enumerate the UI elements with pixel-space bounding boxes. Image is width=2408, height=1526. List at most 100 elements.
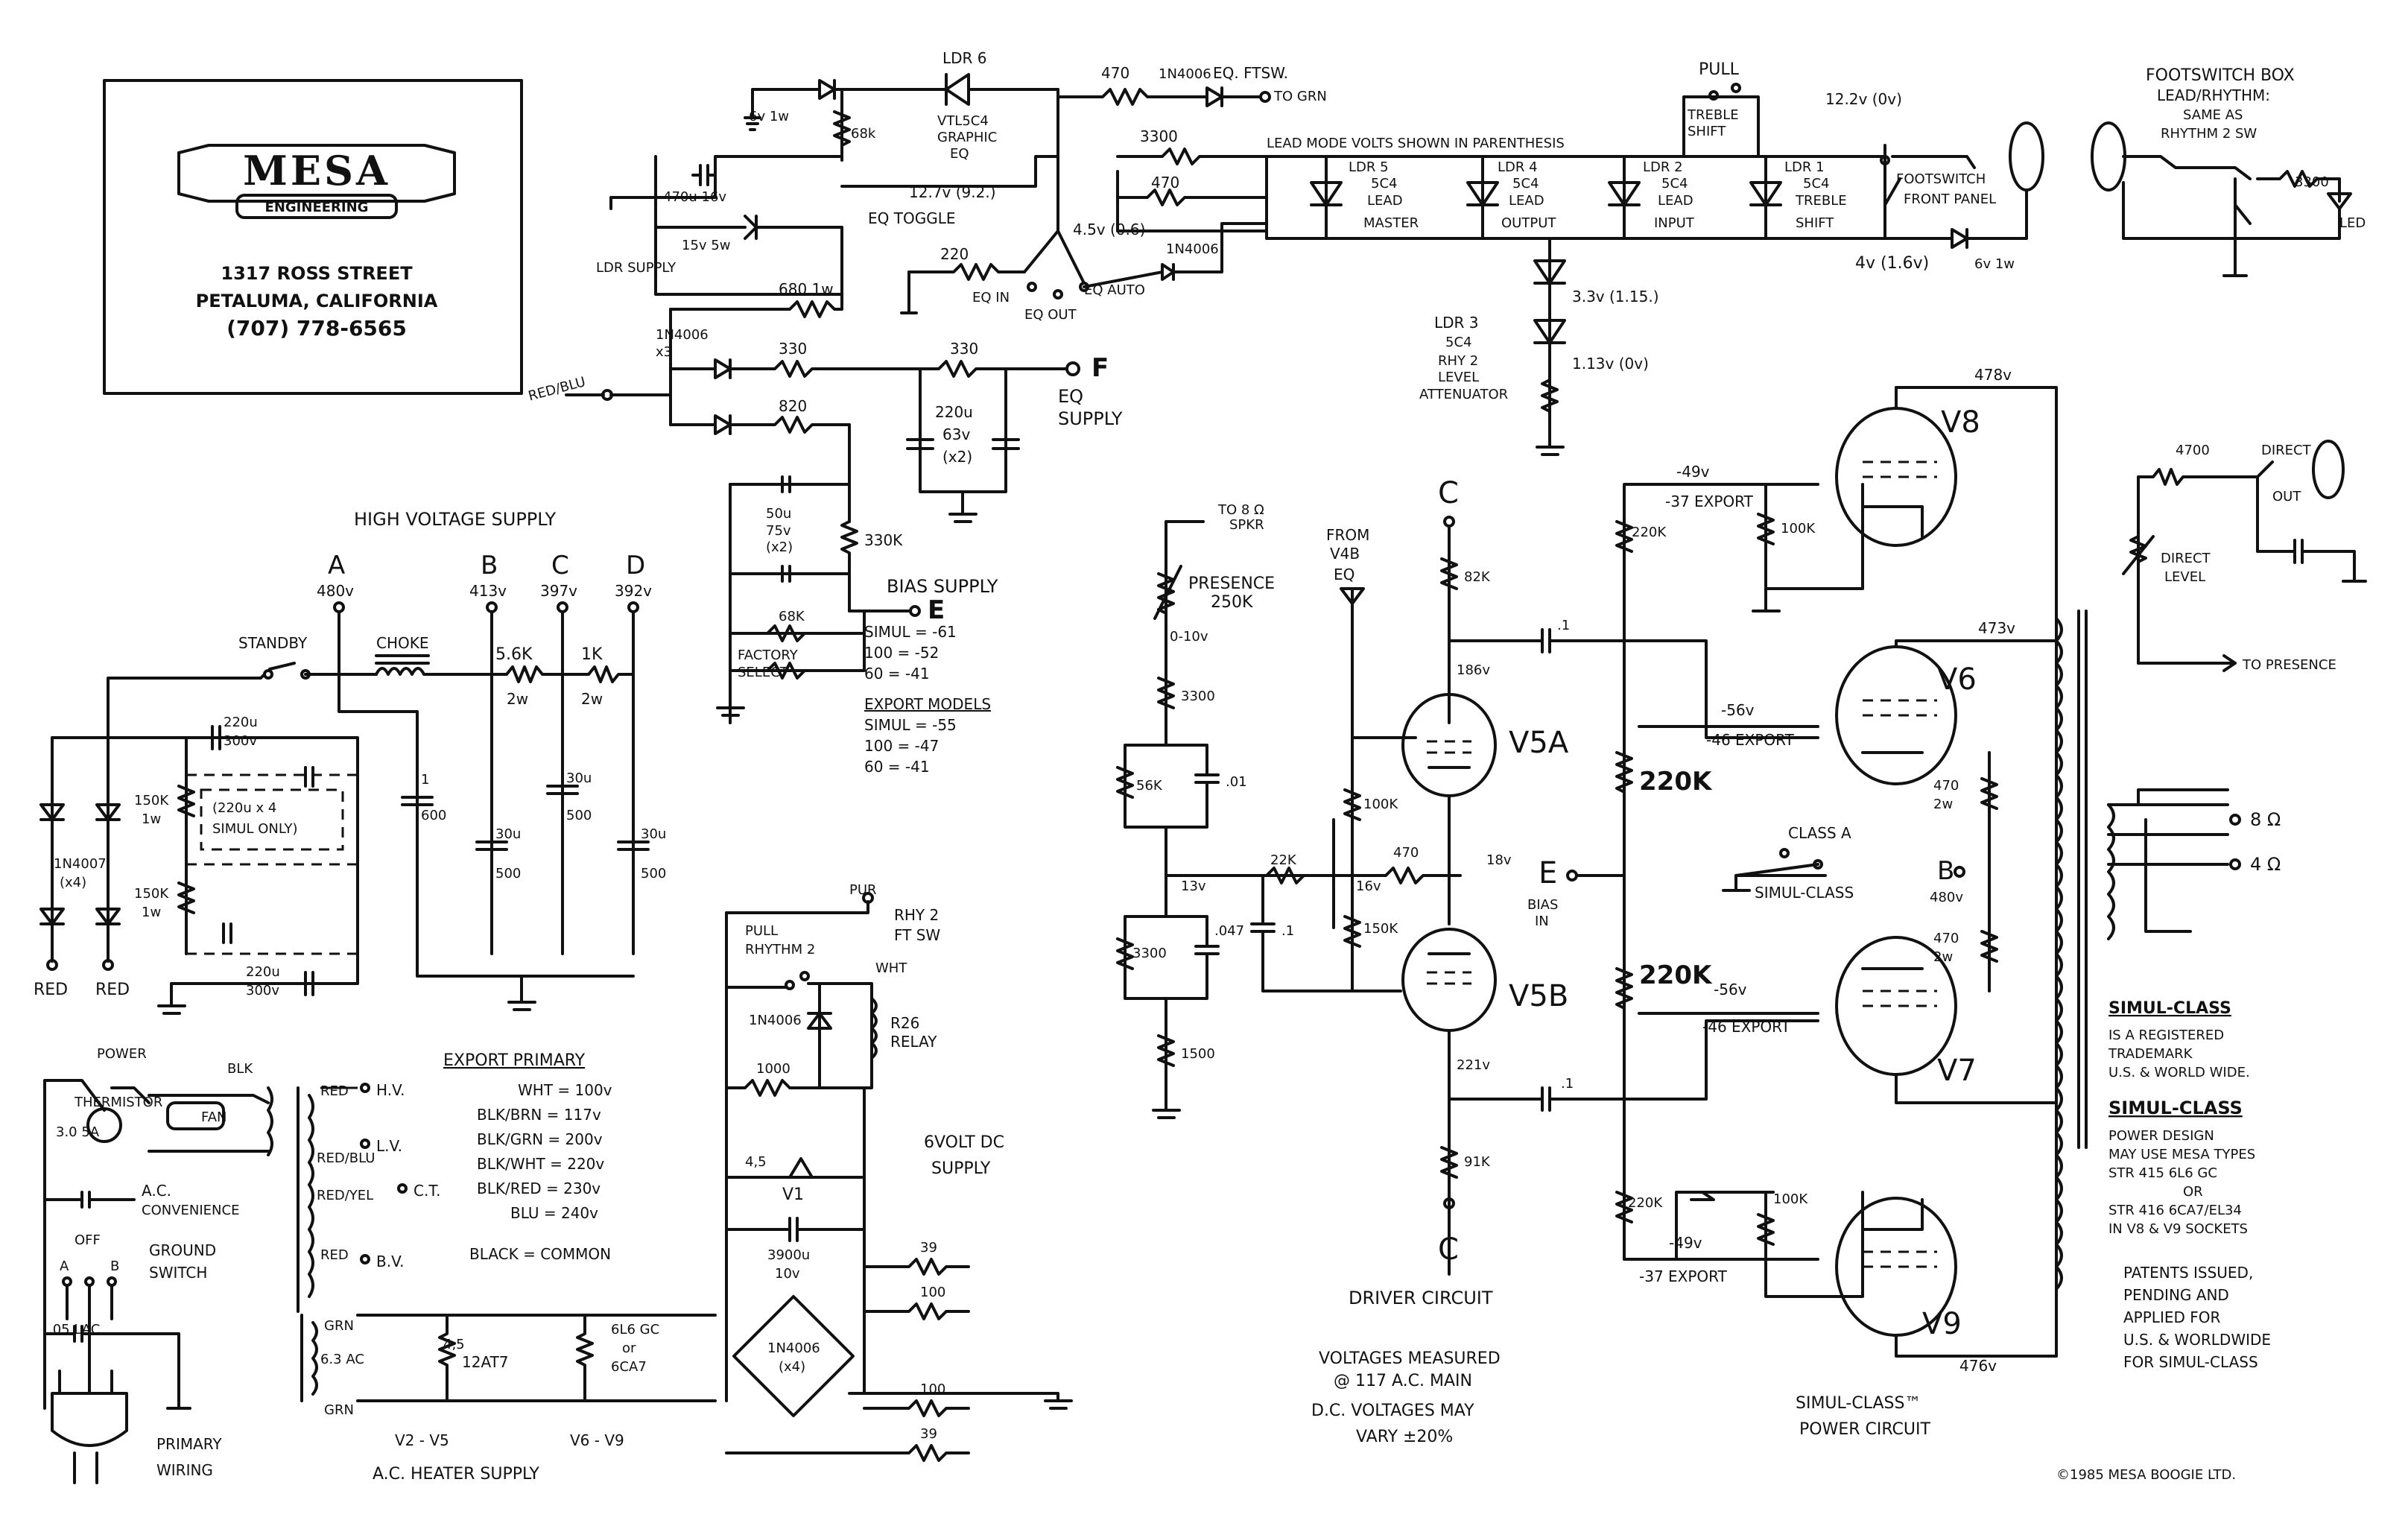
ldr1-fn2: SHIFT [1796, 215, 1834, 231]
pa-m56b: -56v [1714, 981, 1747, 998]
r820-label: 820 [779, 397, 807, 415]
bias-title: BIAS SUPPLY [887, 576, 998, 597]
hv-node-a-v: 480v [317, 582, 354, 600]
hv-node-a: A [328, 551, 345, 580]
fsbox-led: LED [2339, 215, 2366, 231]
ldr3-fn2: LEVEL [1438, 370, 1479, 385]
hv-c4: 30u [641, 826, 666, 842]
r220-label: 220 [940, 245, 969, 263]
dc-r1000: 1000 [756, 1061, 790, 1077]
fsbox-sub1: LEAD/RHYTHM: [2157, 86, 2270, 104]
d-1n4006-b-label: 1N4006 [1166, 241, 1219, 257]
hv-red-a: RED [34, 981, 68, 999]
volt-122-label: 12.2v (0v) [1825, 90, 1902, 108]
bias-r68k: 68K [779, 609, 805, 624]
primary-wiring: POWER BLK THERMISTOR FAN 3.0 5A A.C. CON… [43, 1046, 441, 1484]
to-grn-label: TO GRN [1273, 89, 1327, 104]
hv-diodes: 1N4007 [54, 856, 107, 872]
fan-icon [166, 1101, 225, 1130]
volt-113-label: 1.13v (0v) [1572, 355, 1649, 373]
ac-conv-1: A.C. [142, 1182, 171, 1200]
direct-out-jack-icon [2312, 440, 2345, 499]
dc-r100a: 100 [920, 1285, 945, 1300]
r330a-label: 330 [779, 340, 807, 358]
hv-node-b-v: 413v [469, 582, 507, 600]
pa-m49b: -49v [1669, 1234, 1702, 1252]
drv-c1c: .1 [1561, 1076, 1574, 1092]
driver-circuit: TO 8 Ω SPKR PRESENCE 250K 0-10v 3300 56K… [1116, 476, 1819, 1446]
plug-icon [51, 1392, 128, 1447]
export-l5: BLK/RED = 230v [477, 1180, 601, 1197]
dc-relay-1: R26 [890, 1014, 919, 1032]
drv-v13: 13v [1181, 878, 1206, 894]
output-stage: 8 Ω 4 Ω TO PRESENCE 4700 DIRECT OUT DIRE… [2055, 440, 2367, 1291]
drv-r91k: 91K [1464, 1154, 1491, 1170]
ldr4-sc: 5C4 [1512, 176, 1539, 191]
ldr4-label: LDR 4 [1498, 159, 1538, 175]
hv-cap-300: 300v [224, 733, 257, 749]
note-pd-5: STR 416 6CA7/EL34 [2108, 1203, 2242, 1218]
hv-cap-220b: 220u [246, 964, 280, 980]
heat-title: A.C. HEATER SUPPLY [373, 1465, 539, 1484]
note-pat-1: PATENTS ISSUED, [2123, 1264, 2253, 1282]
drv-r56k: 56K [1136, 778, 1163, 794]
ftsw-2: FRONT PANEL [1904, 191, 1996, 207]
pa-v480: 480v [1930, 890, 1963, 905]
note-pd-2: MAY USE MESA TYPES [2108, 1147, 2255, 1162]
note-pat-5: FOR SIMUL-CLASS [2123, 1353, 2258, 1371]
notes: SIMUL-CLASS IS A REGISTERED TRADEMARK U.… [2056, 999, 2271, 1483]
dc-rhy2: RHY 2 [894, 906, 939, 924]
drv-c1: .1 [1557, 618, 1570, 633]
r1k-label: 1K [581, 645, 603, 664]
pa-v473: 473v [1978, 619, 2015, 637]
dc-bridge: 1N4006 [767, 1340, 820, 1356]
drv-e: E [1539, 856, 1557, 890]
lead-cap-6v: 6v 1w [1974, 256, 2015, 272]
note-pat-4: U.S. & WORLDWIDE [2123, 1331, 2271, 1349]
export-l4: BLK/WHT = 220v [477, 1155, 604, 1173]
vtl-label: VTL5C4 [937, 113, 989, 129]
hv-cap-220: 220u [224, 715, 258, 730]
drv-c01: .01 [1226, 774, 1247, 790]
footswitch-box: FOOTSWITCH BOX LEAD/RHYTHM: SAME AS RHYT… [2091, 66, 2366, 277]
power-label: POWER [97, 1046, 147, 1062]
logo-brand: MESA [243, 147, 390, 194]
lead-r3300: 3300 [1140, 127, 1178, 145]
lead-ldr-chain: 3300 470 LEAD MODE VOLTS SHOWN IN PARENT… [1116, 60, 2044, 456]
pa-title-1: SIMUL-CLASS™ [1796, 1394, 1921, 1413]
pa-v476: 476v [1959, 1357, 1997, 1375]
pa-r220k-b: 220K [1628, 1195, 1663, 1211]
lead-r470: 470 [1151, 174, 1179, 191]
address-phone: (707) 778-6565 [226, 316, 407, 341]
ground-2: SWITCH [149, 1264, 207, 1282]
drv-c047: .047 [1214, 923, 1244, 939]
pa-v6: V6 [1937, 662, 1977, 697]
dc-supply: PUR RHY 2 FT SW PULL RHYTHM 2 WHT 1N4006… [725, 882, 1073, 1462]
bridge-rectifier-icon [732, 1295, 855, 1417]
note-pat-2: PENDING AND [2123, 1286, 2229, 1304]
heat-grn-b: GRN [324, 1402, 354, 1418]
logo-sub: ENGINEERING [265, 200, 369, 215]
heat-v2v5: V2 - V5 [395, 1431, 449, 1449]
note-pd-6: IN V8 & V9 SOCKETS [2108, 1221, 2248, 1237]
primary-1: PRIMARY [156, 1435, 222, 1453]
drv-r100k: 100K [1363, 797, 1398, 812]
mesa-logo: MESA ENGINEERING [177, 144, 456, 219]
note-sc-1: IS A REGISTERED [2108, 1028, 2224, 1043]
geq-label: GRAPHIC [937, 130, 997, 145]
hv-node-c-v: 397v [540, 582, 577, 600]
factory-1: FACTORY [738, 648, 799, 663]
dc-relay-2: RELAY [890, 1033, 937, 1051]
red-blu-eq-label: RED/BLU [527, 374, 587, 405]
drv-from-1: FROM [1326, 526, 1369, 544]
heat-45: 4,5 [443, 1337, 465, 1352]
note-pd-4: OR [2183, 1184, 2203, 1200]
hv-c2: 30u [495, 826, 521, 842]
ldr6-label: LDR 6 [942, 49, 987, 67]
dc-ftsw: FT SW [894, 926, 940, 944]
thermistor-icon [86, 1107, 122, 1143]
pa-v8: V8 [1941, 405, 1980, 440]
hv-c1: 1 [421, 772, 429, 788]
logo-box: MESA ENGINEERING 1317 ROSS STREET PETALU… [103, 79, 523, 395]
hv-node-b: B [481, 551, 498, 580]
